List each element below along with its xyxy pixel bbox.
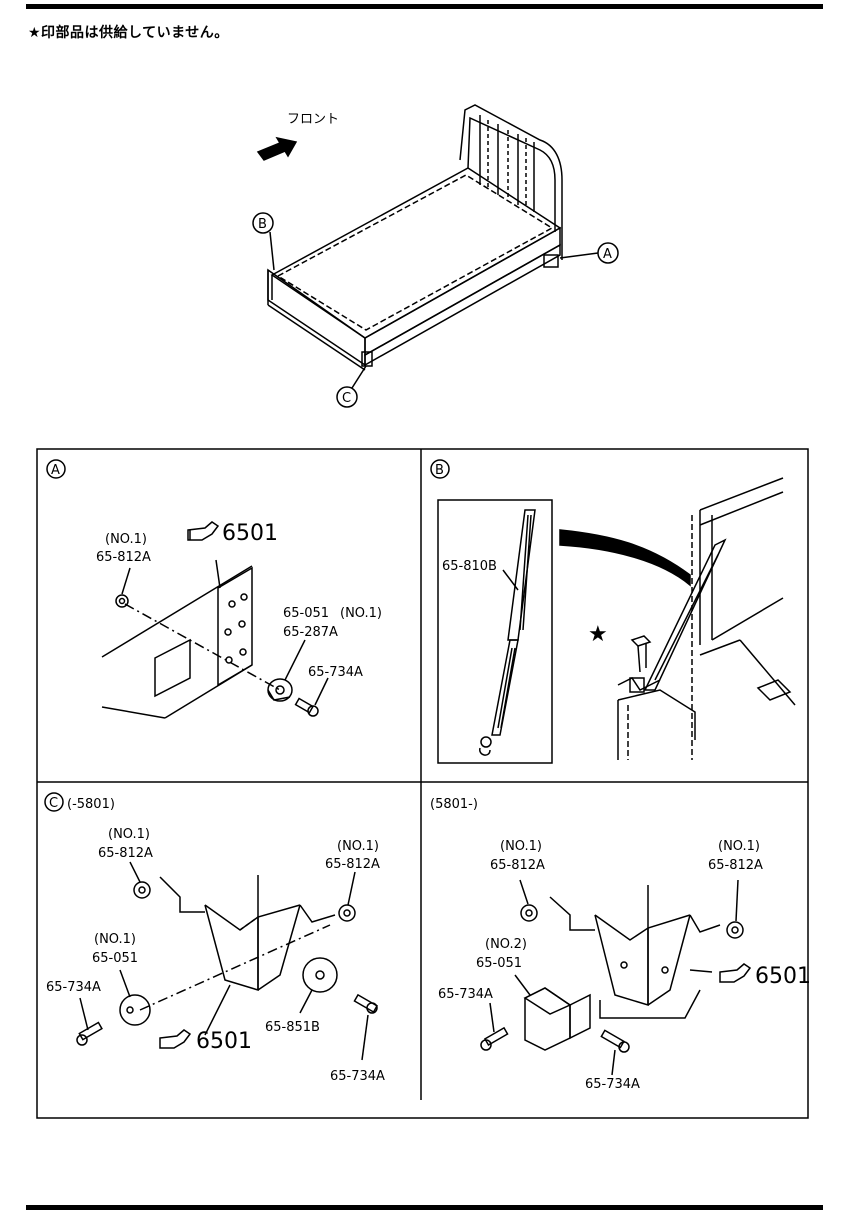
panel-d-range: (5801-) [430, 797, 478, 812]
panel-d-label-6: 65-734A [438, 987, 493, 1002]
bottom-rule [26, 1205, 823, 1210]
panel-c-label-3: 65-812A [325, 857, 380, 872]
callout-a: A [603, 247, 612, 262]
panel-a-label-3: (NO.1) [340, 606, 382, 621]
top-rule [26, 4, 823, 9]
panel-c-ref: 6501 [196, 1029, 252, 1054]
truck-bed-illustration [267, 104, 599, 389]
panel-d-label-7: 65-734A [585, 1077, 640, 1092]
callout-a-circle [597, 242, 619, 264]
callout-b-circle [252, 212, 274, 234]
panel-a-label-1: 65-812A [96, 550, 151, 565]
panel-b-tag: B [435, 463, 444, 478]
panel-c-label-1: 65-812A [98, 846, 153, 861]
panel-d-label-5: 65-051 [476, 956, 522, 971]
panel-c-label-7: 65-851B [265, 1020, 320, 1035]
panel-b-star: ★ [588, 622, 608, 647]
panel-a-label-4: 65-287A [283, 625, 338, 640]
front-label: フロント [287, 112, 339, 127]
panel-c-label-2: (NO.1) [337, 839, 379, 854]
panel-a-label-5: 65-734A [308, 665, 363, 680]
panel-d-label-2: (NO.1) [718, 839, 760, 854]
panel-b-label-0: 65-810B [442, 559, 497, 574]
panel-d-label-1: 65-812A [490, 858, 545, 873]
panel-c-label-8: 65-734A [330, 1069, 385, 1084]
panel-c-label-4: (NO.1) [94, 932, 136, 947]
panel-a-label-0: (NO.1) [105, 532, 147, 547]
callout-c-circle [336, 386, 358, 408]
panel-c-label-6: 65-734A [46, 980, 101, 995]
panel-a-label-2: 65-051 [283, 606, 329, 621]
front-arrow-icon [256, 136, 298, 161]
hand-pointer-icon [187, 521, 220, 541]
detail-frame [36, 448, 809, 1119]
panel-a-ref: 6501 [222, 521, 278, 546]
panel-c-label-0: (NO.1) [108, 827, 150, 842]
panel-c-range: (-5801) [67, 797, 115, 812]
panel-d-label-3: 65-812A [708, 858, 763, 873]
panel-c-label-5: 65-051 [92, 951, 138, 966]
callout-c: C [342, 391, 351, 406]
supply-note: ★印部品は供給していません。 [28, 25, 229, 41]
callout-b: B [258, 217, 267, 232]
panel-d-label-4: (NO.2) [485, 937, 527, 952]
panel-a-tag: A [51, 463, 60, 478]
hand-pointer-icon [159, 963, 752, 1049]
panel-d-label-0: (NO.1) [500, 839, 542, 854]
panel-d-ref: 6501 [755, 964, 811, 989]
panel-c-tag: C [49, 796, 58, 811]
